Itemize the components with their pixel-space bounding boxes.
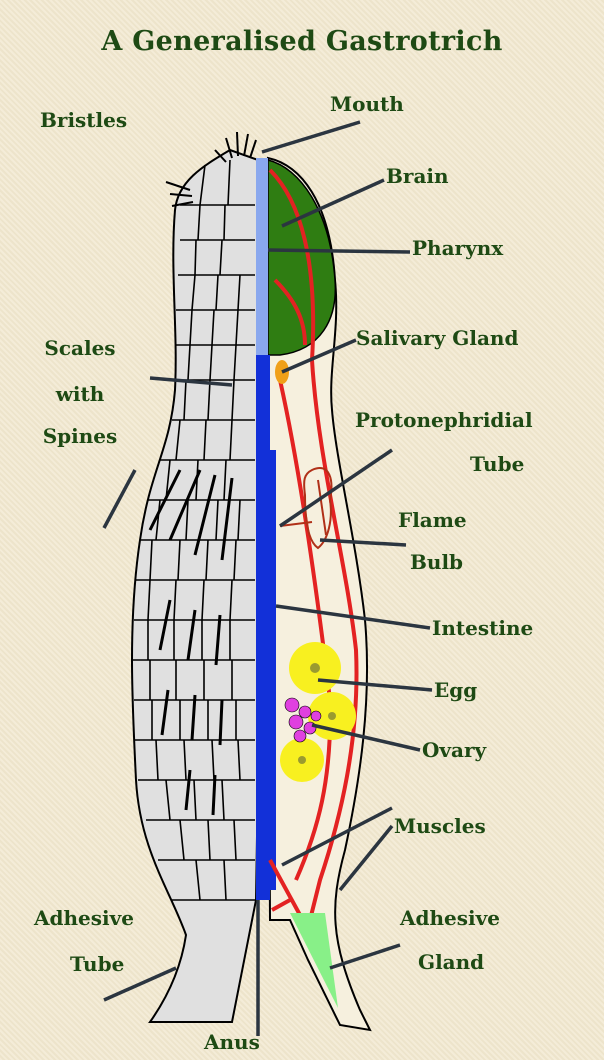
label-scales-line1: Scales — [28, 336, 132, 360]
intestine-tube — [256, 355, 270, 900]
label-adhesive-tube-line1: Adhesive — [34, 906, 134, 930]
label-intestine: Intestine — [432, 616, 533, 640]
label-protonephridial-line2: Tube — [470, 452, 524, 476]
label-scales-line2: with — [28, 382, 132, 406]
page-title: A Generalised Gastrotrich — [0, 26, 604, 57]
label-ovary: Ovary — [422, 738, 486, 762]
body-left-half — [132, 150, 262, 1022]
internal-anatomy — [256, 158, 370, 1030]
label-bristles: Bristles — [40, 108, 127, 132]
label-egg: Egg — [434, 678, 477, 702]
label-muscles: Muscles — [394, 814, 486, 838]
label-flame-line1: Flame — [398, 508, 467, 532]
label-protonephridial-line1: Protonephridial — [355, 408, 533, 432]
label-adhesive-gland-line1: Adhesive — [400, 906, 500, 930]
label-pharynx: Pharynx — [412, 236, 503, 260]
scales-region — [132, 132, 262, 1022]
label-brain: Brain — [386, 164, 449, 188]
label-scales-line3: Spines — [28, 424, 132, 448]
label-flame-line2: Bulb — [410, 550, 463, 574]
label-salivary-gland: Salivary Gland — [356, 326, 518, 350]
label-mouth: Mouth — [330, 92, 404, 116]
label-adhesive-gland-line2: Gland — [418, 950, 484, 974]
label-adhesive-tube-line2: Tube — [70, 952, 124, 976]
label-anus: Anus — [204, 1030, 260, 1054]
intestine-inner — [270, 450, 276, 890]
pharynx-lumen — [256, 158, 268, 356]
